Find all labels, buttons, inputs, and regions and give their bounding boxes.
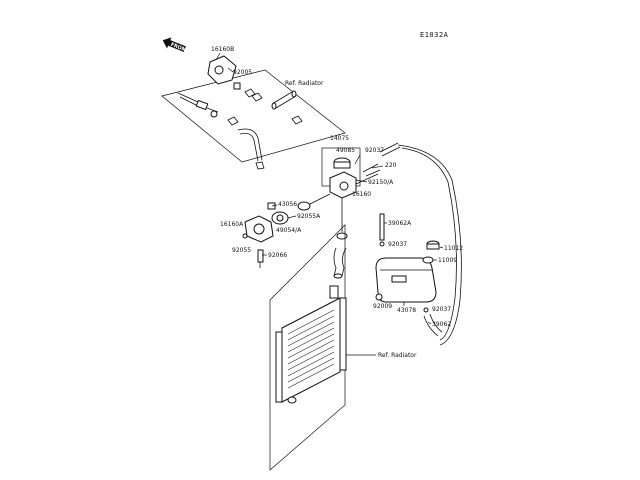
label-16160A: 16160A xyxy=(220,221,244,228)
overflow-hose xyxy=(397,144,462,346)
label-220: 220 xyxy=(385,162,397,169)
front-label: FRONT xyxy=(170,42,191,55)
label-49054A: 49054/A xyxy=(276,227,302,234)
label-39062: 39062 xyxy=(432,321,451,328)
label-16160B: 16160B xyxy=(211,46,234,53)
label-ref-radiator-top: Ref. Radiator xyxy=(285,80,324,87)
bolt-92055 xyxy=(242,233,248,239)
thermostat-housing-16160A xyxy=(244,202,276,243)
reserve-tank-cap-11009 xyxy=(422,256,434,264)
label-ref-radiator-bottom: Ref. Radiator xyxy=(378,352,417,359)
reserve-tank-pipe-39062A xyxy=(379,213,385,241)
label-43078: 43078 xyxy=(397,307,416,314)
label-11012: 11012 xyxy=(444,245,463,252)
radiator-cap xyxy=(333,157,351,169)
sensor-92066 xyxy=(257,249,264,268)
clip-92037-b xyxy=(379,241,385,247)
label-11009: 11009 xyxy=(438,257,457,264)
label-92009: 92009 xyxy=(373,303,392,310)
reserve-tank-cap-11012 xyxy=(426,240,440,250)
label-49085: 49085 xyxy=(336,147,355,154)
label-92055A: 92055A xyxy=(297,213,321,220)
clip-92037-c xyxy=(423,307,429,313)
thermostat-49054A xyxy=(271,211,289,225)
label-92005: 92005 xyxy=(233,69,252,76)
label-16160: 16160 xyxy=(352,191,371,198)
diagram-code: E1032A xyxy=(420,31,449,39)
label-14075: 14075 xyxy=(330,135,349,142)
label-39062A: 39062A xyxy=(388,220,412,227)
bolt-92009 xyxy=(375,293,383,301)
thermostat-cover-16160B xyxy=(207,55,241,90)
label-43056: 43056 xyxy=(278,201,297,208)
radiator xyxy=(275,285,347,404)
label-92037-a: 92037 xyxy=(365,147,384,154)
front-arrow-icon: FRONT xyxy=(162,37,191,55)
radiator-ref-panel xyxy=(269,224,346,471)
drain-hose-39062 xyxy=(423,313,443,337)
label-92066: 92066 xyxy=(268,252,287,259)
o-ring xyxy=(297,201,311,211)
label-92055: 92055 xyxy=(232,247,251,254)
label-92037-b: 92037 xyxy=(388,241,407,248)
upper-panel-parts xyxy=(177,88,303,170)
thermostat-housing xyxy=(329,171,379,199)
reserve-tank xyxy=(375,257,437,303)
label-92150A: 92150/A xyxy=(368,179,394,186)
label-92037-c: 92037 xyxy=(432,306,451,313)
